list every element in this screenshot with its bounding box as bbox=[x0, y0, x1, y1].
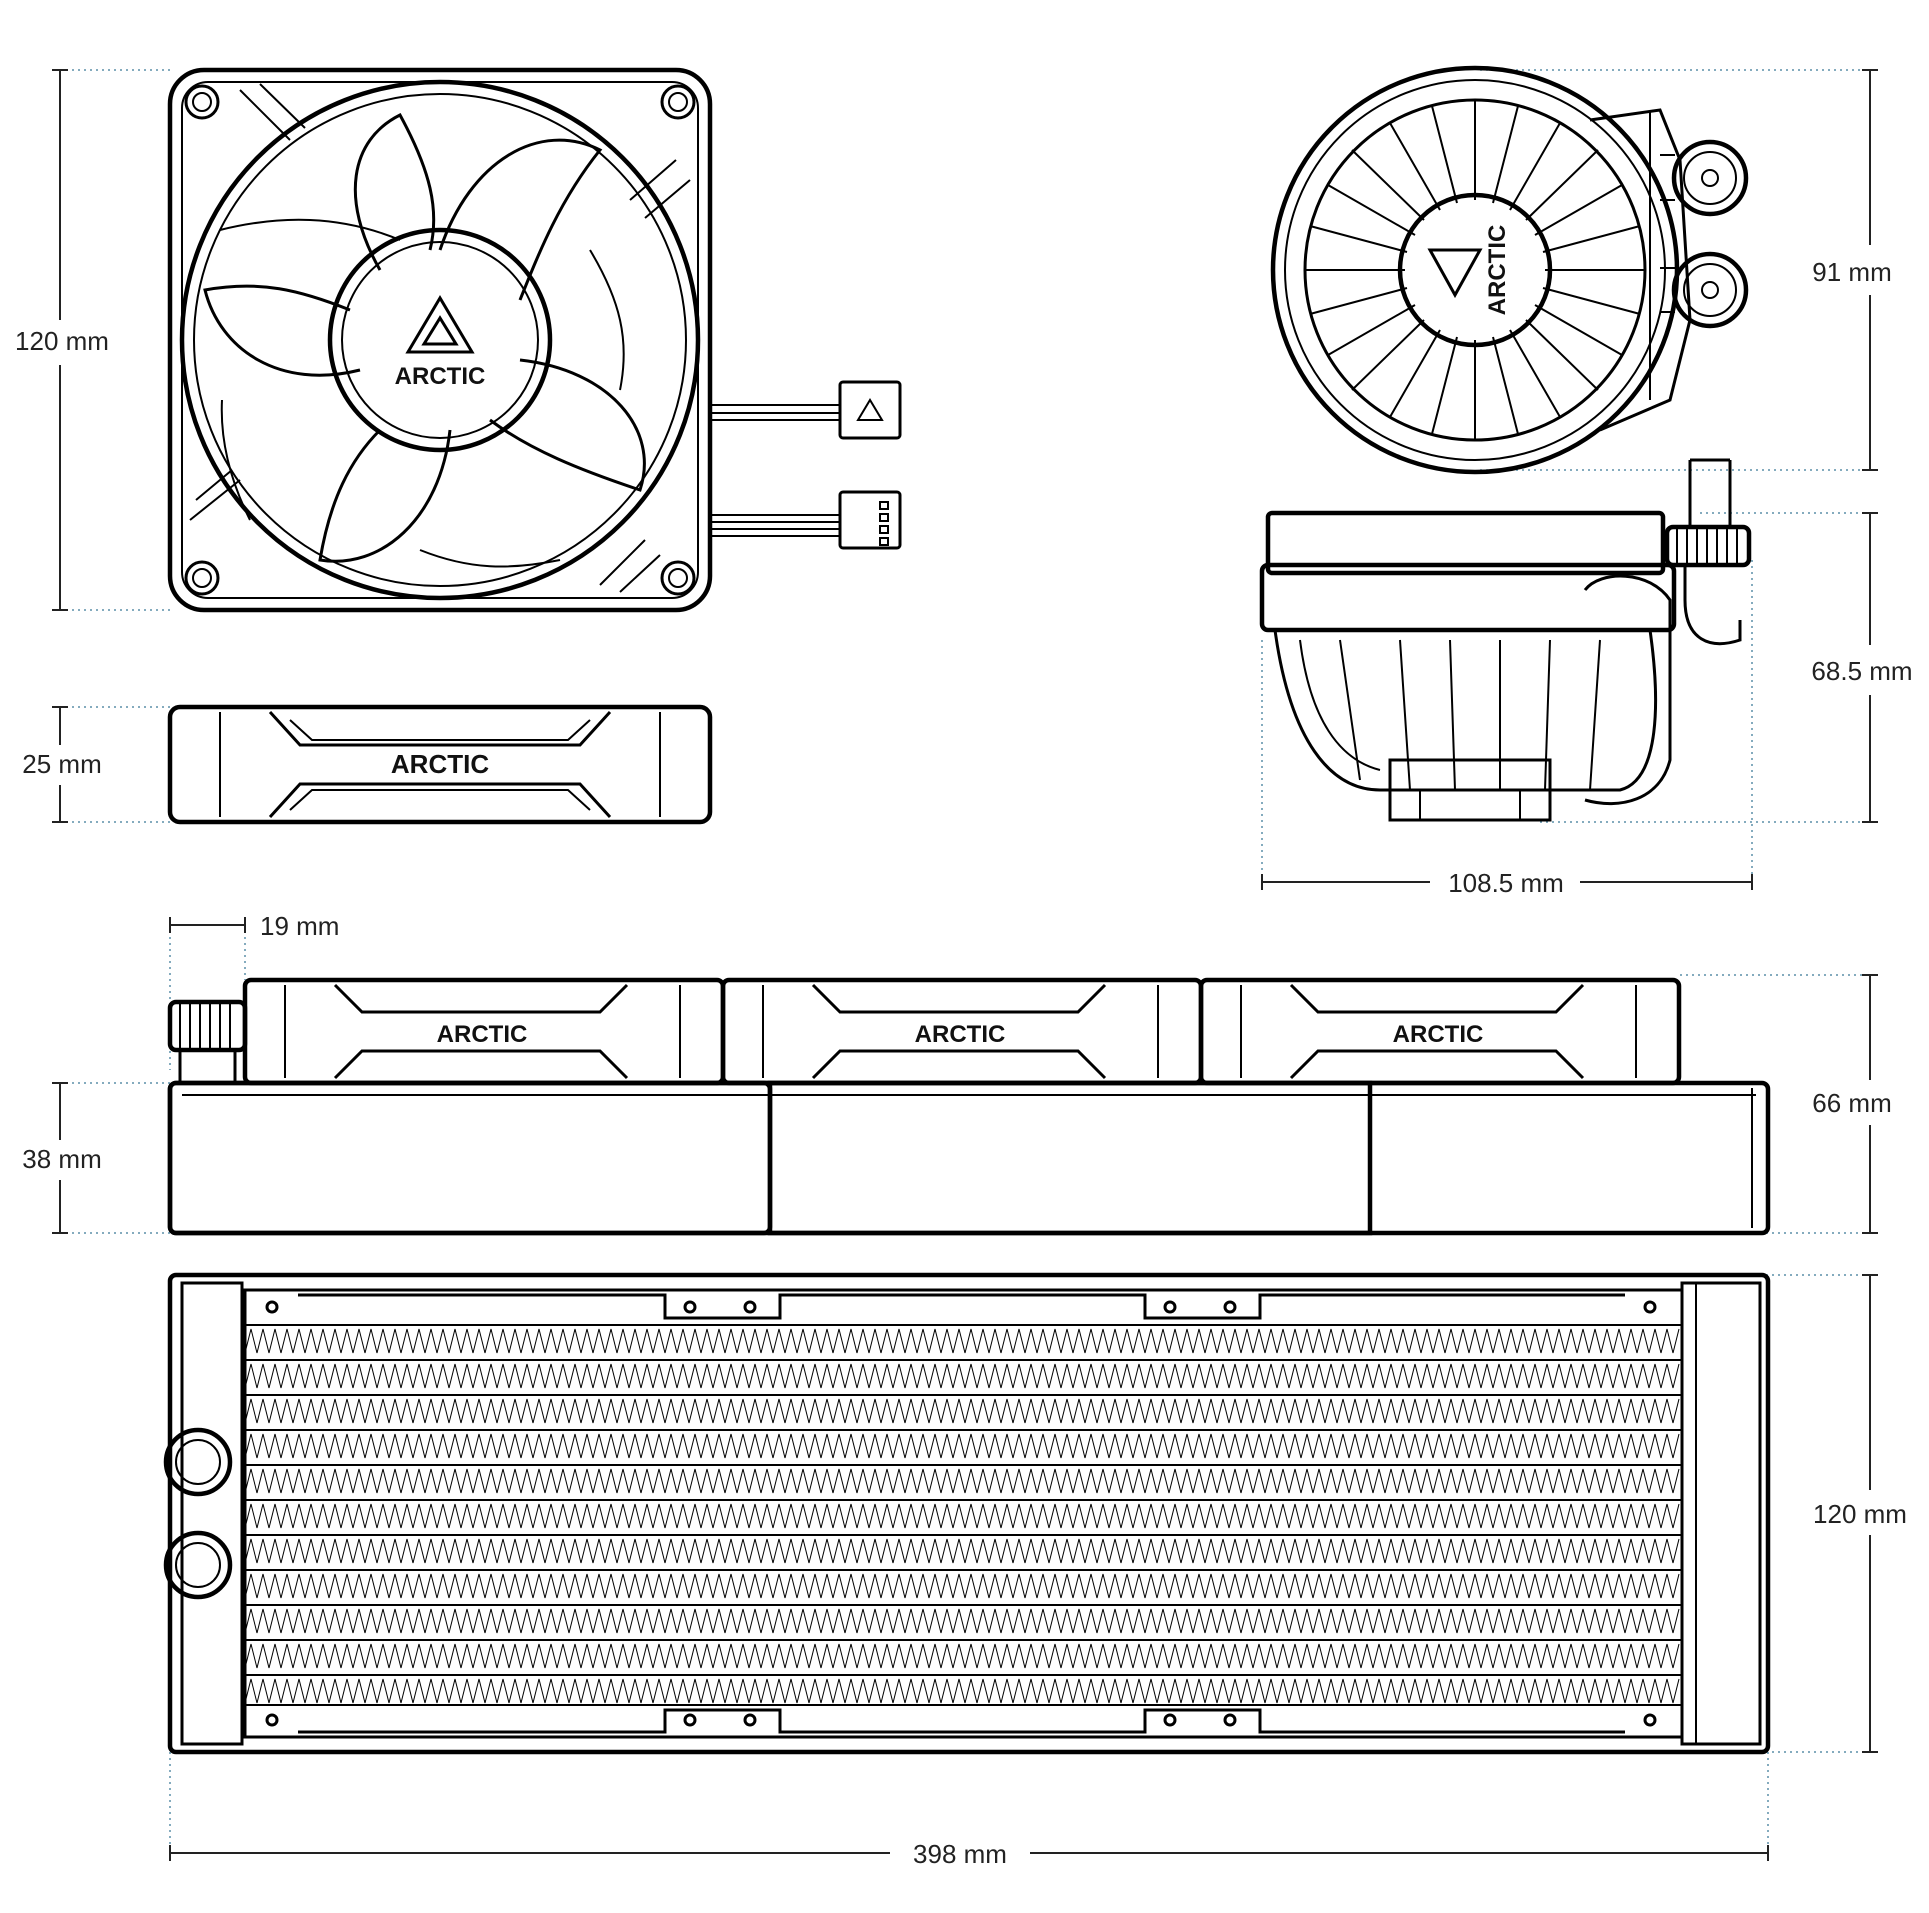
radiator-fan-3-logo: ARCTIC bbox=[1393, 1021, 1484, 1048]
radiator-fin-rows bbox=[245, 1324, 1682, 1706]
radiator-offset-label: 19 mm bbox=[260, 911, 339, 941]
fin-zigzag bbox=[244, 1503, 1680, 1529]
fin-zigzag bbox=[244, 1328, 1680, 1354]
fin-zigzag bbox=[244, 1433, 1680, 1459]
fin-zigzag bbox=[244, 1643, 1680, 1669]
pump-top-view: 91 mm ARCTIC bbox=[1270, 65, 1892, 475]
radiator-fan-1-logo: ARCTIC bbox=[437, 1021, 528, 1048]
fan-side-logo: ARCTIC bbox=[391, 749, 489, 779]
radiator-length-label: 398 mm bbox=[913, 1839, 1007, 1869]
radiator-fans-side: ARCTIC ARCTIC ARCTIC bbox=[242, 977, 1682, 1086]
radiator-side-view: 19 mm 38 mm 66 mm bbox=[22, 911, 1892, 1236]
fan-height-label: 120 mm bbox=[15, 326, 109, 356]
radiator-height-label: 120 mm bbox=[1813, 1499, 1907, 1529]
fin-zigzag bbox=[244, 1363, 1680, 1389]
radiator-fan-2-logo: ARCTIC bbox=[915, 1021, 1006, 1048]
fan-front-view: 120 mm ARCTIC bbox=[15, 67, 902, 613]
fin-zigzag bbox=[244, 1538, 1680, 1564]
pump-width-label: 108.5 mm bbox=[1448, 868, 1564, 898]
fan-hub-logo: ARCTIC bbox=[395, 363, 486, 390]
radiator-mount-holes bbox=[265, 1300, 1657, 1727]
fin-zigzag bbox=[244, 1468, 1680, 1494]
pump-side-view: 68.5 mm 108.5 mm bbox=[1259, 458, 1913, 898]
pump-radial-fins bbox=[1305, 100, 1645, 440]
fin-zigzag bbox=[244, 1398, 1680, 1424]
fin-zigzag bbox=[244, 1608, 1680, 1634]
radiator-front-view: 120 mm 398 mm bbox=[163, 1272, 1907, 1869]
fin-zigzag bbox=[244, 1573, 1680, 1599]
fan-thickness-label: 25 mm bbox=[22, 749, 101, 779]
pump-height-label: 68.5 mm bbox=[1811, 656, 1912, 686]
fan-side-view: 25 mm ARCTIC bbox=[22, 704, 713, 825]
radiator-body-side bbox=[167, 1080, 773, 1236]
pump-top-logo: ARCTIC bbox=[1484, 225, 1511, 316]
pump-diameter-label: 91 mm bbox=[1812, 257, 1891, 287]
radiator-fin-zigzags bbox=[244, 1328, 1680, 1704]
radiator-total-thickness-label: 66 mm bbox=[1812, 1088, 1891, 1118]
fin-zigzag bbox=[244, 1678, 1680, 1704]
radiator-core-thickness-label: 38 mm bbox=[22, 1144, 101, 1174]
